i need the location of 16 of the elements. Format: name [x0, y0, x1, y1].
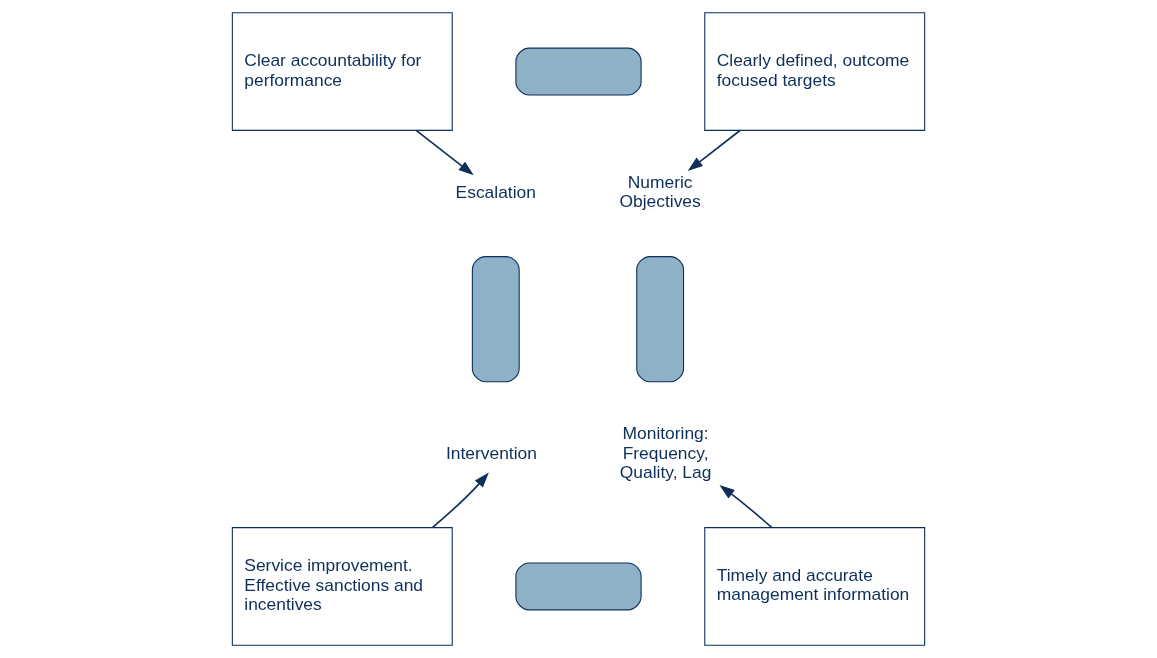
node-arc — [471, 256, 520, 383]
node-text: Escalation — [455, 181, 536, 202]
node-text: Monitoring: Frequency, Quality, Lag — [619, 423, 712, 483]
node-text: Numeric Objectives — [619, 171, 701, 212]
node-box: Clear accountability for performance — [231, 12, 453, 131]
arrow — [687, 129, 741, 171]
node-box: Service improvement. Effective sanctions and incentives — [231, 527, 453, 646]
node-text: Intervention — [445, 442, 537, 463]
node-arc — [515, 562, 642, 611]
node-box: Timely and accurate management information — [704, 527, 926, 646]
node-arc — [636, 256, 685, 383]
arrow — [431, 472, 489, 529]
arrow — [415, 129, 474, 176]
node-arc — [515, 47, 642, 96]
node-box: Clearly defined, outcome focused targets — [704, 12, 926, 131]
arrow — [719, 485, 773, 529]
